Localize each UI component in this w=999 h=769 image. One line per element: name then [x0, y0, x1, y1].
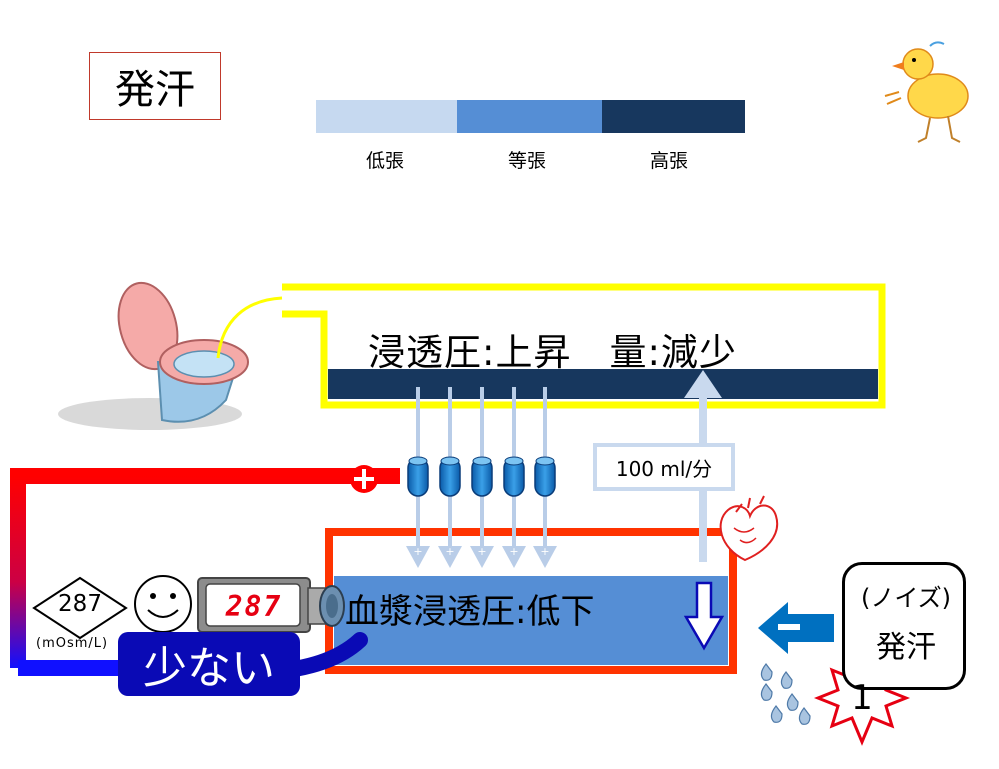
plasma-status-label: 血漿浸透圧:低下	[345, 592, 595, 632]
title-text: 発汗	[115, 67, 195, 113]
title-box: 発汗	[89, 52, 221, 120]
flow-rate-box: 100 ml/分	[593, 443, 735, 491]
svg-text:+: +	[445, 545, 454, 558]
urine-compartment-border	[282, 283, 886, 409]
noise-sweat-label: 発汗	[876, 630, 936, 665]
legend-hypertonic-label: 高張	[649, 150, 688, 172]
plasma-decrease-arrow	[683, 581, 725, 651]
osmometer-display-value: 287	[225, 590, 283, 623]
toilet-icon	[58, 281, 283, 430]
legend-hypotonic-swatch	[316, 100, 457, 133]
starburst-badge-number: 1	[851, 678, 873, 718]
noise-box	[842, 562, 966, 690]
svg-text:+: +	[477, 545, 486, 558]
osmolality-diamond-value: 287	[58, 591, 102, 617]
sweat-drops-icon	[760, 663, 811, 725]
osmolality-diamond	[32, 576, 128, 640]
smiley-face-icon	[134, 575, 192, 633]
low-indicator-label: 少ない	[118, 632, 300, 696]
svg-text:+: +	[540, 545, 549, 558]
legend-hypertonic-swatch	[602, 100, 745, 133]
duck-icon	[884, 41, 969, 143]
legend-hypotonic-label: 低張	[365, 150, 404, 172]
legend-isotonic-label: 等張	[507, 150, 546, 172]
low-indicator-text: 少ない	[143, 643, 275, 694]
osmolality-unit-label: (mOsm/L)	[36, 636, 109, 651]
feedback-loop-line	[10, 468, 400, 668]
legend-isotonic-swatch	[457, 100, 602, 133]
heart-icon	[719, 495, 779, 562]
plasma-fill	[334, 576, 728, 665]
svg-text:+: +	[413, 545, 422, 558]
osmometer-device-icon	[197, 577, 345, 633]
aquaporin-channel-icons	[407, 456, 556, 497]
svg-text:+: +	[509, 545, 518, 558]
flow-rate-label: 100 ml/分	[615, 456, 713, 481]
noise-label: (ノイズ)	[860, 584, 951, 612]
urine-status-label: 浸透圧:上昇 量:減少	[368, 331, 737, 374]
noise-inhibit-arrow	[758, 602, 834, 654]
